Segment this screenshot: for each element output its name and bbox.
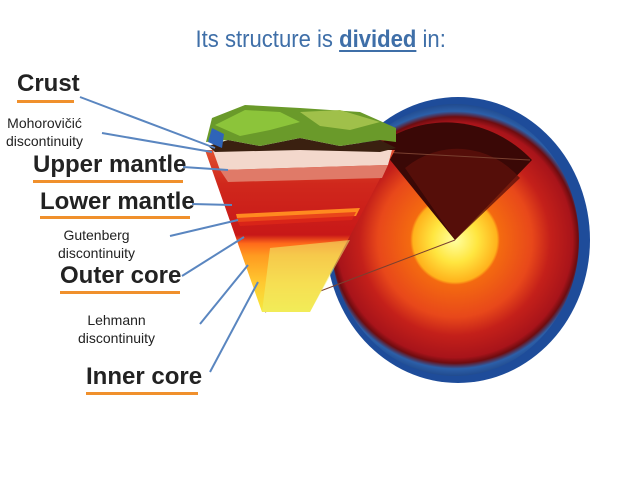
globe-cutaway bbox=[264, 97, 590, 383]
underline-crust bbox=[17, 100, 74, 103]
layer-wedge bbox=[205, 105, 396, 312]
underline-inner-core bbox=[86, 392, 198, 395]
leader-upper-mantle bbox=[182, 166, 229, 171]
leader-gutenberg bbox=[169, 219, 239, 237]
mohorovicic-line-2: discontinuity bbox=[6, 133, 84, 149]
label-inner-core: Inner core bbox=[86, 363, 203, 390]
leader-mohorovicic bbox=[101, 132, 213, 153]
label-crust: Crust bbox=[17, 70, 80, 97]
lehmann-line-1: Lehmann bbox=[87, 312, 146, 328]
label-upper-mantle: Upper mantle bbox=[33, 151, 187, 178]
label-outer-core: Outer core bbox=[60, 262, 182, 289]
gutenberg-line-2: discontinuity bbox=[58, 245, 136, 261]
label-gutenberg: Gutenberg discontinuity bbox=[58, 226, 135, 262]
leader-lines bbox=[79, 96, 259, 373]
leader-outer-core bbox=[181, 236, 245, 277]
leader-inner-core bbox=[209, 281, 259, 373]
label-lehmann: Lehmann discontinuity bbox=[78, 311, 155, 347]
leader-lehmann bbox=[199, 264, 249, 325]
title-prefix: Its structure is bbox=[195, 26, 333, 53]
lehmann-line-2: discontinuity bbox=[78, 330, 156, 346]
label-mohorovicic: Mohorovičić discontinuity bbox=[6, 114, 83, 150]
underline-upper-mantle bbox=[33, 180, 183, 183]
underline-lower-mantle bbox=[40, 216, 190, 219]
leader-crust bbox=[79, 96, 216, 149]
gutenberg-line-1: Gutenberg bbox=[63, 227, 130, 243]
label-lower-mantle: Lower mantle bbox=[40, 188, 195, 215]
title-emphasis: divided bbox=[339, 26, 417, 53]
title-suffix: in: bbox=[422, 26, 446, 53]
leader-lower-mantle bbox=[191, 203, 233, 206]
page-title: Its structure is divided in: bbox=[27, 26, 614, 54]
underline-outer-core bbox=[60, 291, 180, 294]
mohorovicic-line-1: Mohorovičić bbox=[7, 115, 82, 131]
